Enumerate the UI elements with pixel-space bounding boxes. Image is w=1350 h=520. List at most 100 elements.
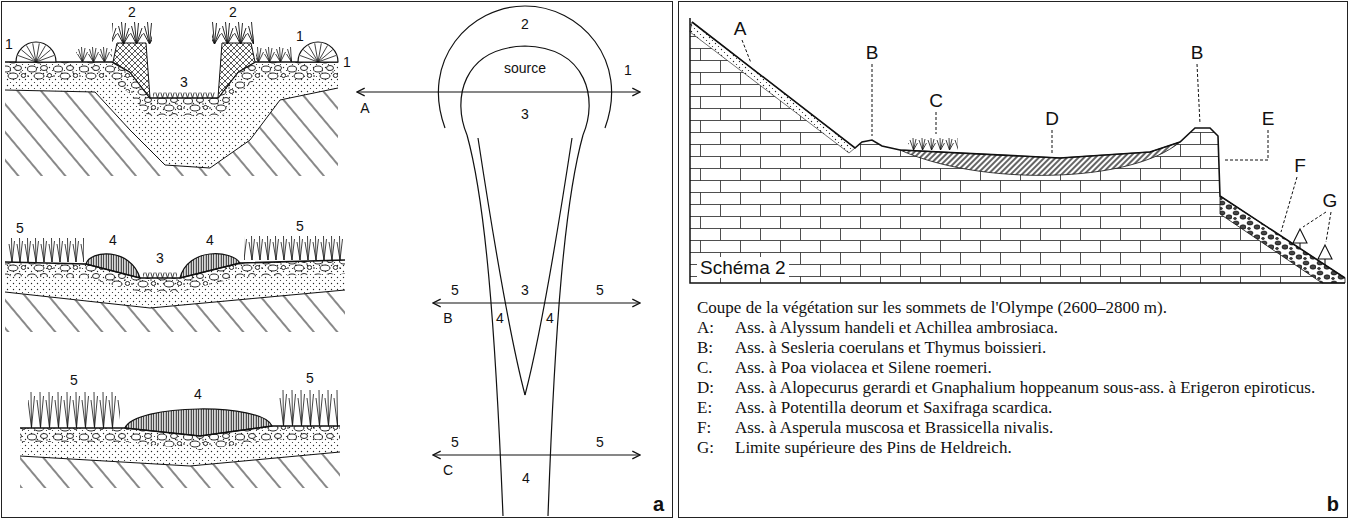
callout-letter: B — [866, 43, 879, 62]
zone-callout: 2 — [128, 5, 136, 19]
section-b — [5, 236, 345, 332]
callout-letter: D — [1045, 109, 1059, 128]
zone-callout: 5 — [296, 219, 304, 233]
sedge-tufts — [76, 47, 112, 62]
gravel — [5, 62, 338, 116]
channel-edge — [525, 138, 572, 395]
pine-symbol — [1318, 245, 1332, 259]
source-outline — [461, 46, 589, 135]
legend-text: Ass. à Alopecurus gerardi et Gnaphalium … — [735, 378, 1340, 398]
zone-callout: source — [504, 61, 546, 75]
plan-view — [357, 6, 640, 516]
legend-text: Ass. à Poa violacea et Silene roemeri. — [735, 358, 1340, 378]
slope-debris — [690, 22, 855, 153]
shrub-dome — [18, 43, 54, 62]
reeds — [28, 392, 120, 428]
zone-callout: 4 — [496, 311, 504, 325]
hummock — [218, 43, 255, 98]
legend-text: Limite supérieure des Pins de Heldreich. — [735, 438, 1340, 458]
sediment-base — [5, 88, 338, 168]
sediment — [5, 62, 338, 168]
moss-cushion — [180, 254, 240, 278]
zone-callout: 5 — [451, 283, 459, 297]
section-a — [5, 22, 338, 176]
legend-text: Ass. à Alyssum handeli et Achillea ambro… — [735, 318, 1340, 338]
shrub-dome — [298, 42, 338, 62]
callout-letter: F — [1294, 156, 1306, 175]
zone-callout: 5 — [596, 435, 604, 449]
channel-edge — [478, 138, 525, 395]
shrub-dome — [16, 42, 56, 62]
reeds — [244, 236, 344, 260]
legend-key: A: — [697, 318, 714, 338]
shrub-dome — [300, 43, 336, 62]
zone-callout: A — [360, 101, 369, 115]
zone-callout: 4 — [522, 471, 530, 485]
legend-key: B: — [697, 338, 713, 358]
figure-panel: a — [1, 1, 673, 518]
pine-symbol — [1324, 259, 1325, 265]
section-arrow — [433, 302, 640, 303]
legend-text: Ass. à Asperula muscosa et Brassicella n… — [735, 418, 1340, 438]
leader-line — [872, 64, 873, 136]
legend-key: F: — [697, 418, 711, 438]
zone-callout: 5 — [16, 221, 24, 235]
zone-callout: 3 — [156, 251, 164, 265]
pine-symbol — [1299, 243, 1300, 248]
sediment-base — [20, 452, 340, 466]
zone-callout: 1 — [5, 37, 13, 51]
section-c — [20, 390, 340, 488]
zone-callout: 4 — [206, 233, 214, 247]
leader-line — [1303, 212, 1326, 227]
figure-caption: Coupe de la végétation sur les sommets d… — [697, 298, 1167, 318]
scheme-title: Schéma 2 — [697, 257, 789, 278]
zone-callout: 4 — [546, 311, 554, 325]
channel-edge — [467, 135, 503, 516]
zone-callout: 5 — [596, 283, 604, 297]
zone-callout: C — [443, 463, 453, 477]
callout-letter: A — [734, 19, 747, 38]
reeds — [278, 390, 338, 426]
leader-line — [1326, 212, 1331, 242]
sediment-base — [5, 290, 345, 308]
panel-letter: b — [1327, 494, 1339, 514]
limestone — [690, 22, 1345, 283]
ground-surface — [5, 260, 345, 278]
legend-key: C. — [697, 358, 713, 378]
legend-text: Ass. à Potentilla deorum et Saxifraga sc… — [735, 398, 1340, 418]
pine-symbol — [1293, 229, 1307, 243]
sedge-tufts — [256, 47, 292, 62]
summit-profile — [690, 18, 1345, 283]
zone-callout: 2 — [521, 17, 529, 31]
zone-callout: 1 — [343, 55, 351, 69]
grass-tufts — [908, 138, 958, 150]
zone-callout: 5 — [70, 373, 78, 387]
legend-key: G: — [697, 438, 714, 458]
hummock — [113, 43, 150, 98]
zone-callout: 4 — [109, 233, 117, 247]
zone-callout: 3 — [180, 75, 188, 89]
leader-line — [1052, 130, 1053, 154]
channel-edge — [548, 135, 583, 516]
sand — [5, 62, 338, 168]
callout-letter: G — [1323, 191, 1338, 210]
grass-ticks — [153, 92, 215, 98]
leader-line — [1224, 130, 1268, 160]
section-arrow — [433, 454, 640, 455]
zone-callout: 2 — [229, 5, 237, 19]
zone-callout: 3 — [521, 283, 529, 297]
ground-surface — [5, 62, 338, 98]
moss-cushion — [125, 409, 272, 436]
zone-callout: 5 — [451, 435, 459, 449]
legend-key: E: — [697, 398, 712, 418]
gravel — [5, 260, 345, 292]
zone-callout: 1 — [296, 29, 304, 43]
zone-callout: 1 — [624, 63, 632, 77]
sediment — [5, 260, 345, 308]
grass-ticks — [143, 272, 177, 278]
zone-outline — [438, 6, 611, 128]
callout-letter: E — [1262, 109, 1275, 128]
